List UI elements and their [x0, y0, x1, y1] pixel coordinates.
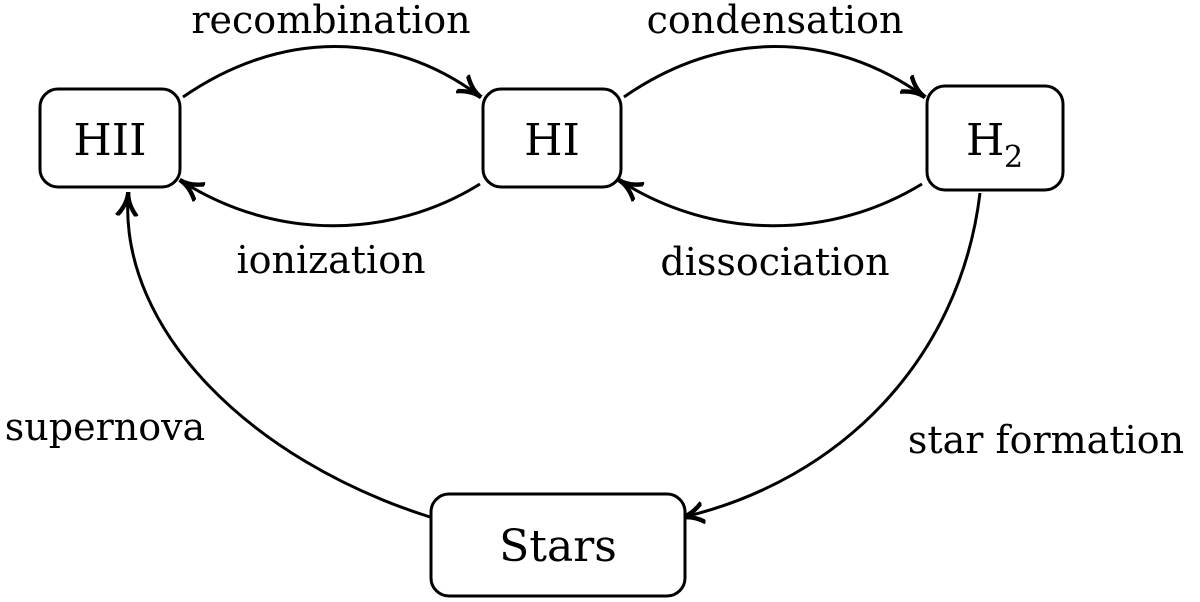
- dissociation-arrow: [622, 182, 923, 228]
- node-h2: H 2: [925, 84, 1065, 192]
- node-stars-label: Stars: [499, 521, 617, 572]
- supernova-label: supernova: [5, 405, 205, 449]
- ionization-arrow: [183, 182, 481, 228]
- condensation-arrow: [623, 45, 922, 97]
- node-stars: Stars: [429, 492, 687, 598]
- condensation-label: condensation: [647, 0, 904, 42]
- dissociation-label: dissociation: [660, 240, 889, 284]
- edge-labels: recombination condensation ionization di…: [5, 0, 1184, 462]
- star-formation-label: star formation: [908, 418, 1184, 462]
- star-formation-arrow: [684, 192, 982, 517]
- node-h2-label: H: [966, 115, 1004, 166]
- node-h2-subscript: 2: [1004, 140, 1023, 175]
- ionization-label: ionization: [236, 238, 425, 282]
- node-hi: HI: [481, 87, 623, 189]
- supernova-arrow: [128, 196, 431, 519]
- recombination-label: recombination: [191, 0, 470, 42]
- edges: [128, 45, 982, 519]
- node-hii: HII: [38, 87, 182, 189]
- node-hii-label: HII: [73, 115, 146, 166]
- node-hi-label: HI: [524, 115, 580, 166]
- recombination-arrow: [182, 45, 478, 97]
